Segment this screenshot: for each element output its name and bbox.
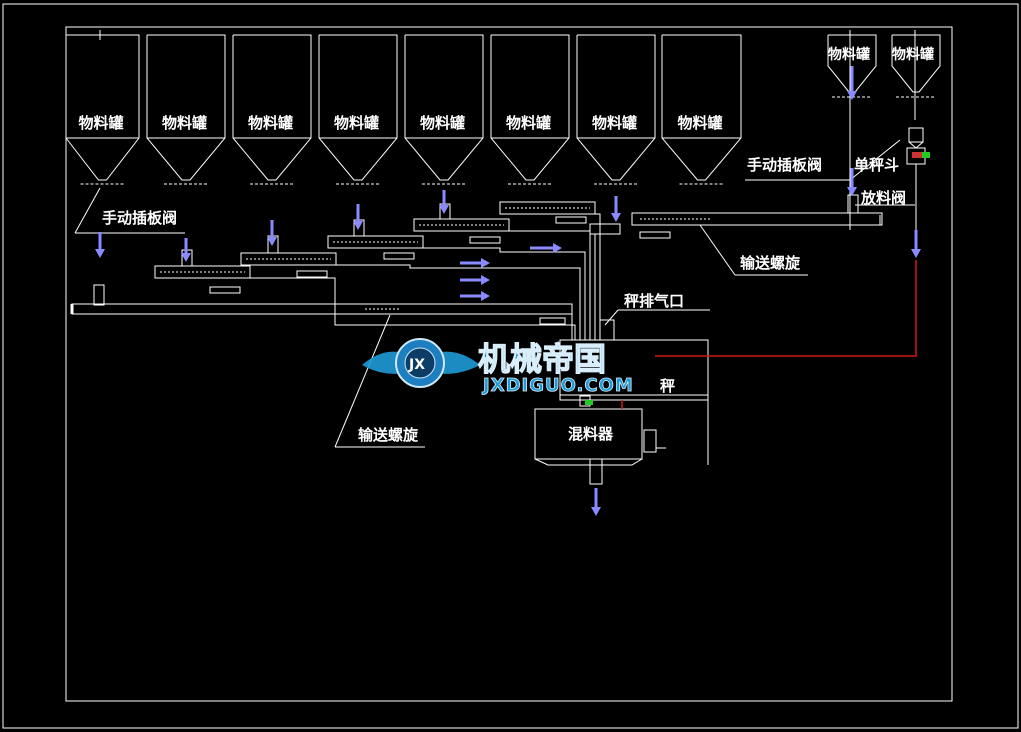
tank-8 bbox=[661, 34, 742, 181]
flow-arrow-right-1 bbox=[553, 243, 562, 253]
flow-arrow-down-8 bbox=[911, 249, 921, 258]
flow-arrow-down-7 bbox=[847, 187, 857, 196]
tank-label-2: 物料罐 bbox=[162, 114, 207, 132]
single-scale-hopper bbox=[906, 127, 926, 230]
flow-arrow-down-10 bbox=[847, 91, 857, 100]
tank-label-8: 物料罐 bbox=[678, 114, 723, 132]
flow-arrows bbox=[95, 66, 921, 516]
label-discharge-valve: 放料阀 bbox=[860, 189, 906, 207]
flow-arrow-down-6 bbox=[611, 213, 621, 222]
hopper-indicator-red bbox=[912, 152, 924, 158]
label-conveyor-screw-bottom: 输送螺旋 bbox=[358, 426, 419, 444]
tank-4 bbox=[318, 34, 398, 181]
label-scale-vent: 秤排气口 bbox=[624, 292, 684, 310]
label-scale: 秤 bbox=[660, 377, 675, 395]
flow-arrow-right-3 bbox=[481, 275, 490, 285]
tank-label-7: 物料罐 bbox=[592, 114, 637, 132]
red-signal-line bbox=[655, 260, 917, 357]
label-manual-valve-right: 手动插板阀 bbox=[747, 156, 822, 174]
outer-frame bbox=[2, 3, 1019, 729]
hopper-indicator-green bbox=[922, 152, 930, 158]
small-tank-label-1: 物料罐 bbox=[828, 46, 870, 63]
watermark-en: JXDIGUO.COM bbox=[481, 375, 634, 396]
scale-indicator-green bbox=[585, 400, 593, 405]
tank-7 bbox=[576, 34, 656, 181]
inner-frame bbox=[65, 26, 953, 702]
label-single-scale-hopper: 单秤斗 bbox=[854, 156, 899, 174]
small-tank-2 bbox=[891, 34, 941, 93]
material-tanks: 物料罐物料罐物料罐物料罐物料罐物料罐物料罐物料罐物料罐物料罐 bbox=[65, 34, 941, 185]
label-mixer: 混料器 bbox=[568, 425, 614, 443]
flow-arrow-down-2 bbox=[181, 253, 191, 262]
flow-arrow-down-9 bbox=[591, 507, 601, 516]
watermark-badge: JX bbox=[408, 357, 425, 373]
flow-arrow-right-4 bbox=[481, 291, 490, 301]
leader-lines bbox=[74, 139, 915, 448]
flow-arrow-down-5 bbox=[439, 205, 449, 214]
tank-label-6: 物料罐 bbox=[506, 114, 551, 132]
label-manual-valve-left: 手动插板阀 bbox=[102, 209, 177, 227]
flow-arrow-down-1 bbox=[95, 249, 105, 258]
watermark: JX 机械帝国 JXDIGUO.COM bbox=[362, 338, 634, 396]
motors bbox=[209, 216, 671, 325]
tank-2 bbox=[146, 34, 226, 181]
tank-1 bbox=[65, 34, 140, 181]
tank-label-5: 物料罐 bbox=[420, 114, 465, 132]
tank-label-4: 物料罐 bbox=[334, 114, 379, 132]
tank-label-3: 物料罐 bbox=[248, 114, 293, 132]
flow-arrow-down-4 bbox=[353, 221, 363, 230]
tank-label-1: 物料罐 bbox=[79, 114, 124, 132]
feed-screws bbox=[70, 201, 883, 315]
chutes bbox=[93, 194, 859, 306]
label-conveyor-screw-right: 输送螺旋 bbox=[740, 254, 801, 272]
tank-6 bbox=[490, 34, 570, 181]
flow-arrow-right-2 bbox=[481, 258, 490, 268]
small-tank-label-2: 物料罐 bbox=[892, 46, 934, 63]
tank-3 bbox=[232, 34, 312, 181]
scale-and-mixer bbox=[534, 319, 709, 485]
watermark-cn: 机械帝国 bbox=[478, 340, 606, 378]
flow-arrow-down-3 bbox=[267, 237, 277, 246]
tank-5 bbox=[404, 34, 484, 181]
pipes bbox=[99, 30, 916, 340]
